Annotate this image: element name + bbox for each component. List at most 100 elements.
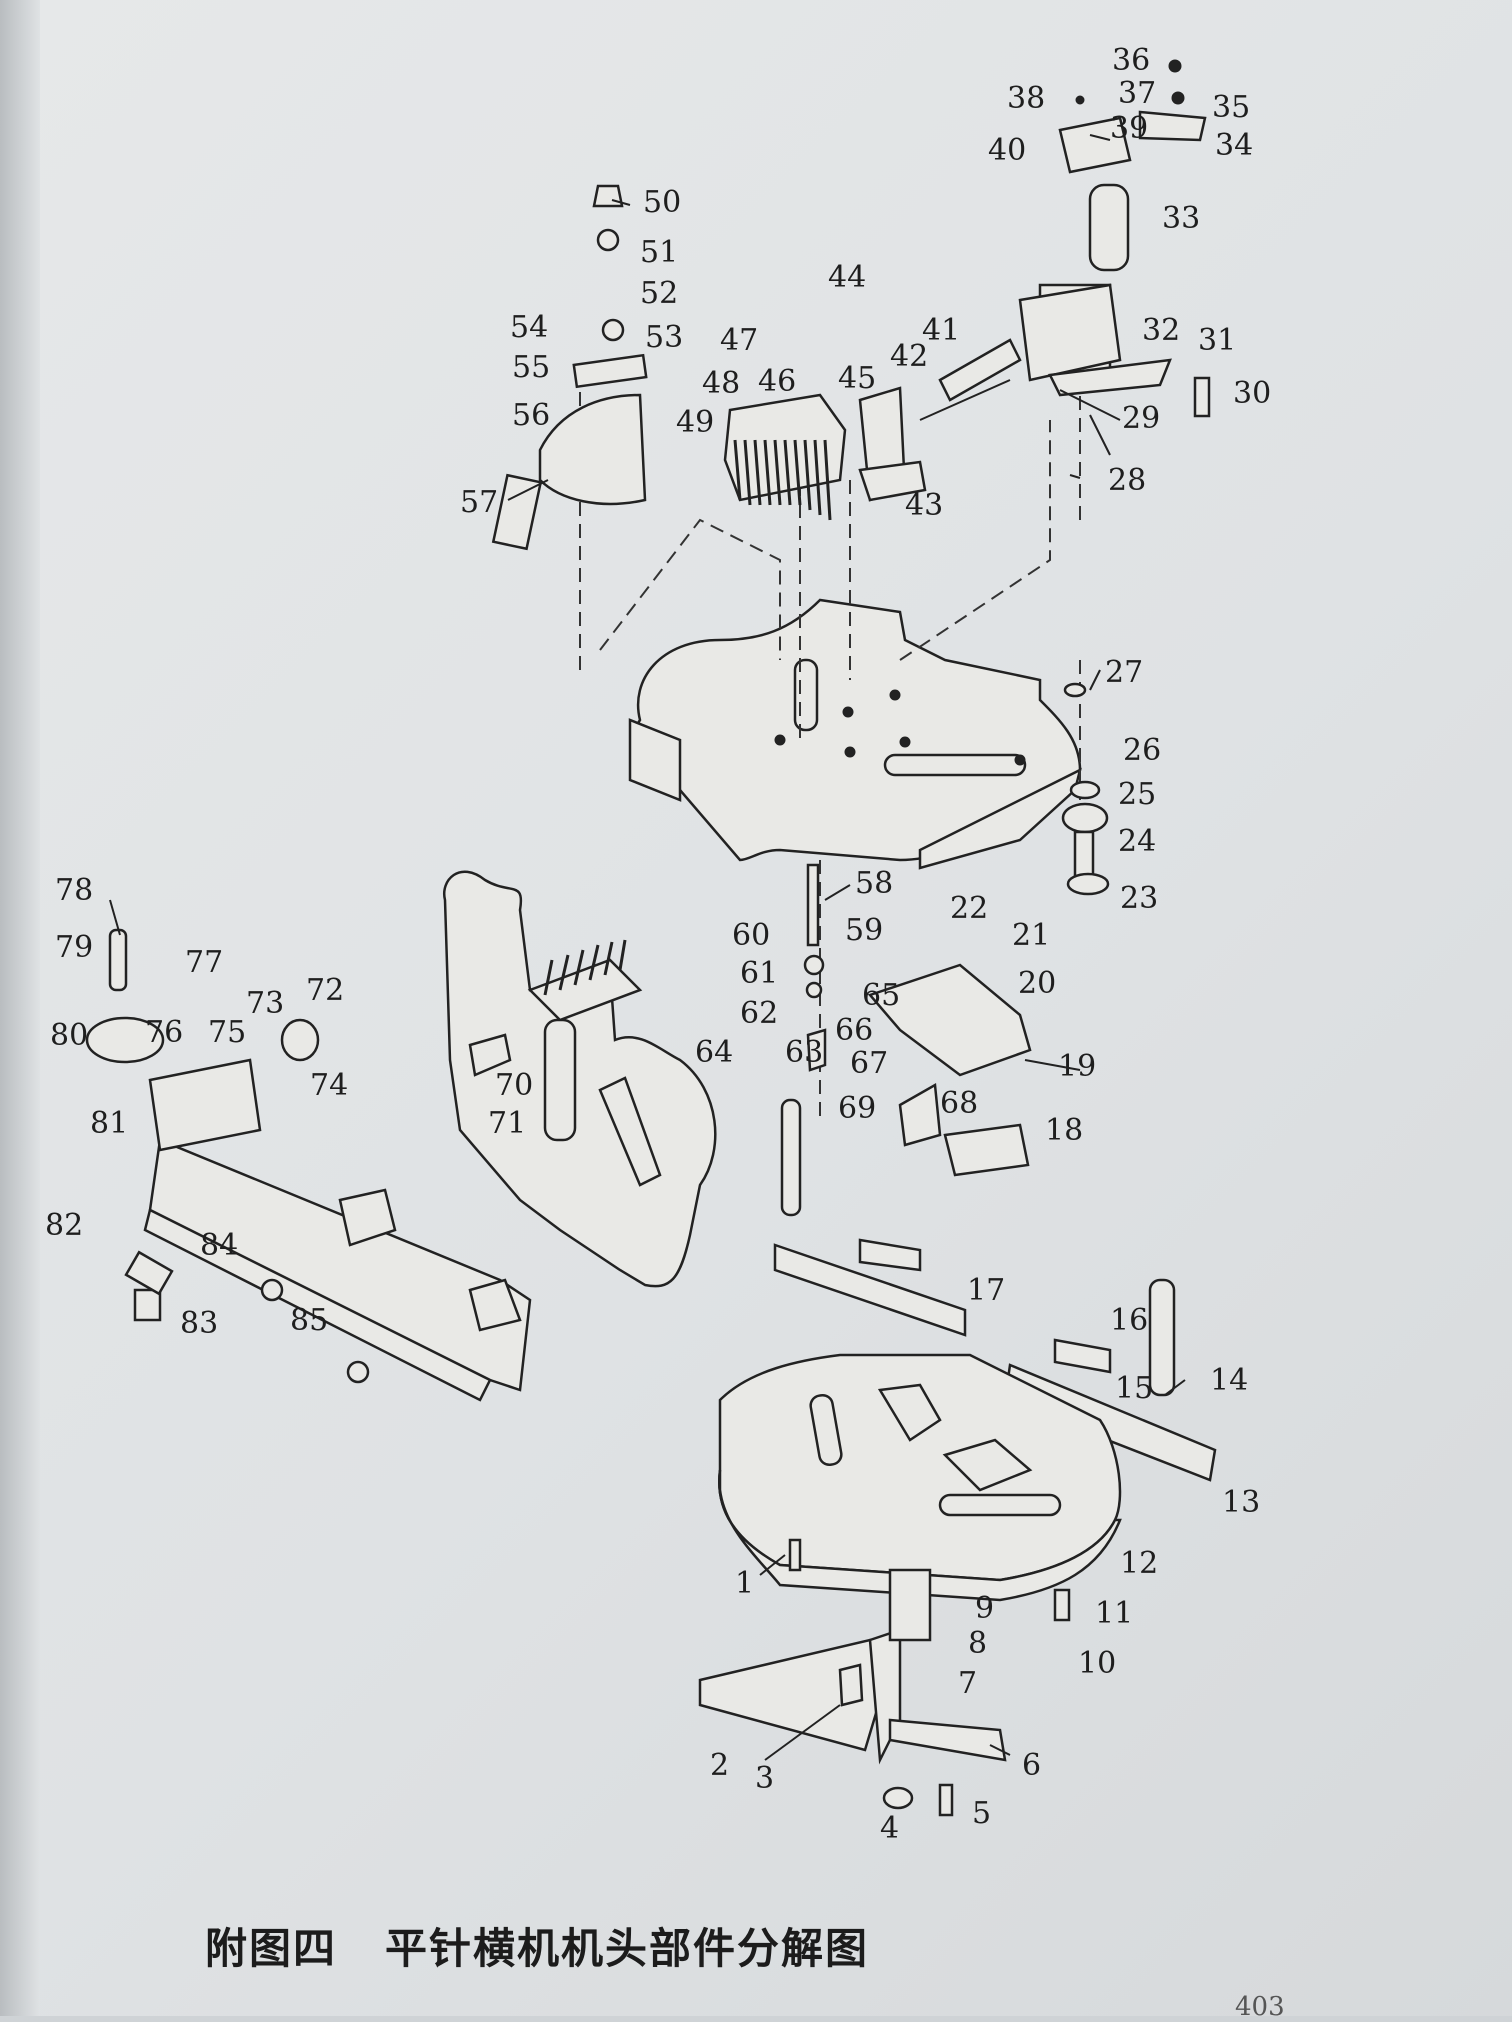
part-label: 45 xyxy=(838,361,876,396)
part-label: 8 xyxy=(968,1626,987,1661)
part-label: 14 xyxy=(1210,1363,1248,1398)
part-label: 6 xyxy=(1022,1748,1041,1783)
part-label: 47 xyxy=(720,323,758,358)
part-label: 77 xyxy=(185,945,223,980)
part-label: 38 xyxy=(1007,81,1045,116)
part-label: 53 xyxy=(645,320,683,355)
caption-number: 附图四 xyxy=(205,1924,338,1973)
part-label: 24 xyxy=(1118,824,1156,859)
part-label: 85 xyxy=(290,1303,328,1338)
part-label: 16 xyxy=(1110,1303,1148,1338)
part-label: 35 xyxy=(1212,90,1250,125)
part-label: 71 xyxy=(488,1106,526,1141)
part-label: 60 xyxy=(732,918,770,953)
part-label: 20 xyxy=(1018,966,1056,1001)
roller-stack xyxy=(1061,682,1110,896)
guide-rails xyxy=(773,1098,1217,1482)
lower-cam-plate xyxy=(718,1353,1122,1602)
yarn-guide-bracket xyxy=(1018,59,1211,456)
part-label: 39 xyxy=(1110,111,1148,146)
part-label: 33 xyxy=(1162,201,1200,236)
part-label: 27 xyxy=(1105,655,1143,690)
part-label: 21 xyxy=(1012,918,1050,953)
part-label: 49 xyxy=(676,405,714,440)
part-label: 72 xyxy=(306,973,344,1008)
upper-cam-plate xyxy=(628,598,1082,870)
part-label: 7 xyxy=(958,1666,977,1701)
part-label: 43 xyxy=(905,488,943,523)
side-frame xyxy=(442,870,717,1288)
part-label: 61 xyxy=(740,956,778,991)
part-label: 82 xyxy=(45,1208,83,1243)
part-label: 29 xyxy=(1122,401,1160,436)
cam-assembly xyxy=(803,863,1032,1177)
part-label: 28 xyxy=(1108,463,1146,498)
part-label: 12 xyxy=(1120,1546,1158,1581)
leader-lines xyxy=(109,134,1186,1761)
yarn-carrier-plate xyxy=(491,184,648,551)
part-label: 57 xyxy=(460,485,498,520)
figure-caption: 附图四平针横机机头部件分解图 xyxy=(205,1915,869,1976)
part-label: 40 xyxy=(988,133,1026,168)
part-label: 79 xyxy=(55,930,93,965)
caption-title: 平针横机机头部件分解图 xyxy=(385,1924,870,1973)
part-label: 34 xyxy=(1215,128,1253,163)
part-label: 10 xyxy=(1078,1646,1116,1681)
part-label: 68 xyxy=(940,1086,978,1121)
part-label: 13 xyxy=(1222,1485,1260,1520)
part-label: 46 xyxy=(758,364,796,399)
callout-labels: 1 2 3 4 5 6 7 8 9 10 11 12 13 14 15 16 1… xyxy=(45,43,1271,1846)
part-label: 65 xyxy=(862,978,900,1013)
part-label: 75 xyxy=(208,1015,246,1050)
part-label: 67 xyxy=(850,1046,888,1081)
part-label: 64 xyxy=(695,1035,733,1070)
part-label: 9 xyxy=(975,1591,994,1626)
part-label: 48 xyxy=(702,366,740,401)
part-label: 42 xyxy=(890,339,928,374)
part-label: 78 xyxy=(55,873,93,908)
part-label: 26 xyxy=(1123,733,1161,768)
stitch-cam-bracket xyxy=(858,338,1022,502)
part-label: 18 xyxy=(1045,1113,1083,1148)
part-label: 83 xyxy=(180,1306,218,1341)
part-label: 22 xyxy=(950,891,988,926)
part-label: 15 xyxy=(1115,1371,1153,1406)
part-label: 84 xyxy=(200,1228,238,1263)
part-label: 73 xyxy=(246,986,284,1021)
part-label: 31 xyxy=(1198,323,1236,358)
part-label: 81 xyxy=(90,1106,128,1141)
part-label: 44 xyxy=(828,260,866,295)
part-label: 37 xyxy=(1118,76,1156,111)
left-rail-assembly xyxy=(85,928,532,1402)
part-label: 2 xyxy=(710,1748,729,1783)
part-label: 50 xyxy=(643,185,681,220)
part-label: 36 xyxy=(1112,43,1150,78)
part-label: 23 xyxy=(1120,881,1158,916)
part-label: 58 xyxy=(855,866,893,901)
part-label: 74 xyxy=(310,1068,348,1103)
part-label: 66 xyxy=(835,1013,873,1048)
part-label: 1 xyxy=(735,1566,754,1601)
part-label: 5 xyxy=(972,1796,991,1831)
part-label: 41 xyxy=(922,313,960,348)
page-number: 403 xyxy=(1235,1992,1285,2022)
part-label: 52 xyxy=(640,276,678,311)
part-label: 80 xyxy=(50,1018,88,1053)
part-label: 30 xyxy=(1233,376,1271,411)
part-label: 11 xyxy=(1095,1596,1133,1631)
part-label: 69 xyxy=(838,1091,876,1126)
part-label: 4 xyxy=(880,1811,899,1846)
part-label: 70 xyxy=(495,1068,533,1103)
part-label: 32 xyxy=(1142,313,1180,348)
bottom-base xyxy=(698,1538,1071,1817)
part-label: 25 xyxy=(1118,777,1156,812)
part-label: 56 xyxy=(512,398,550,433)
part-label: 17 xyxy=(967,1273,1005,1308)
part-label: 55 xyxy=(512,350,550,385)
part-label: 59 xyxy=(845,913,883,948)
part-label: 62 xyxy=(740,996,778,1031)
part-label: 76 xyxy=(145,1015,183,1050)
part-label: 54 xyxy=(510,310,548,345)
